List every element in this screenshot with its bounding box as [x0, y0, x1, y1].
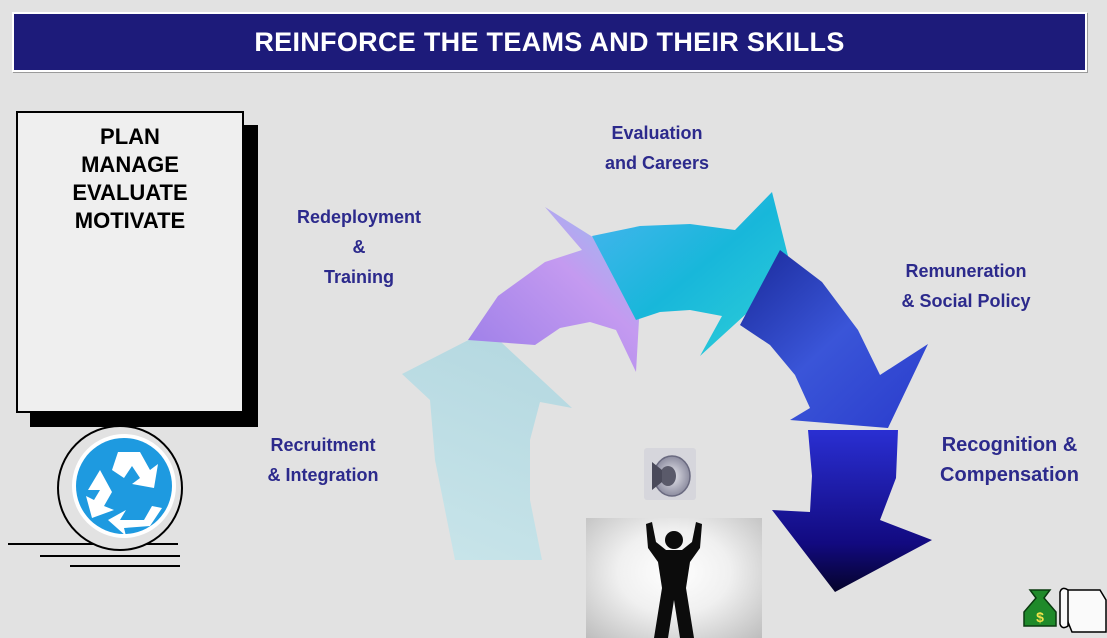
plan-box: PLAN MANAGE EVALUATE MOTIVATE — [16, 111, 244, 413]
label-redeployment-line1: Redeployment — [296, 207, 422, 227]
arrow-remuneration — [740, 250, 928, 428]
person-silhouette — [646, 522, 702, 638]
label-remuneration-line1: Remuneration — [905, 261, 1027, 281]
plan-line-evaluate: EVALUATE — [72, 180, 188, 205]
label-recruitment: Recruitment & Integration — [238, 430, 408, 490]
recycle-icon — [8, 425, 183, 567]
speaker-icon — [644, 448, 696, 500]
label-recognition-line2: Compensation — [940, 464, 1079, 486]
label-redeployment-line2: & — [352, 237, 366, 257]
money-bag-icon: $ — [1023, 589, 1057, 627]
plan-line-manage: MANAGE — [81, 152, 179, 177]
label-evaluation-line2: and Careers — [604, 153, 710, 173]
label-recognition: Recognition & Compensation — [912, 430, 1107, 490]
label-recruitment-line1: Recruitment — [270, 435, 376, 455]
label-remuneration-line2: & Social Policy — [901, 291, 1031, 311]
label-redeployment-line3: Training — [323, 267, 394, 287]
arrow-recruitment — [402, 330, 572, 560]
title-bar: REINFORCE THE TEAMS AND THEIR SKILLS — [12, 12, 1087, 72]
label-recruitment-line2: & Integration — [267, 465, 379, 485]
label-evaluation: Evaluation and Careers — [598, 118, 716, 178]
scroll-icon — [1059, 587, 1107, 633]
arrow-recognition — [772, 430, 932, 592]
label-evaluation-line1: Evaluation — [611, 123, 703, 143]
plan-line-motivate: MOTIVATE — [74, 208, 186, 233]
label-recognition-line1: Recognition & — [941, 434, 1078, 456]
label-redeployment: Redeployment & Training — [274, 202, 444, 292]
label-remuneration: Remuneration & Social Policy — [886, 256, 1046, 316]
person-arms-raised-photo — [586, 518, 762, 638]
svg-text:$: $ — [1036, 609, 1044, 625]
arrow-evaluation — [592, 192, 792, 356]
plan-line-plan: PLAN — [100, 124, 160, 149]
page-title: REINFORCE THE TEAMS AND THEIR SKILLS — [254, 26, 845, 57]
